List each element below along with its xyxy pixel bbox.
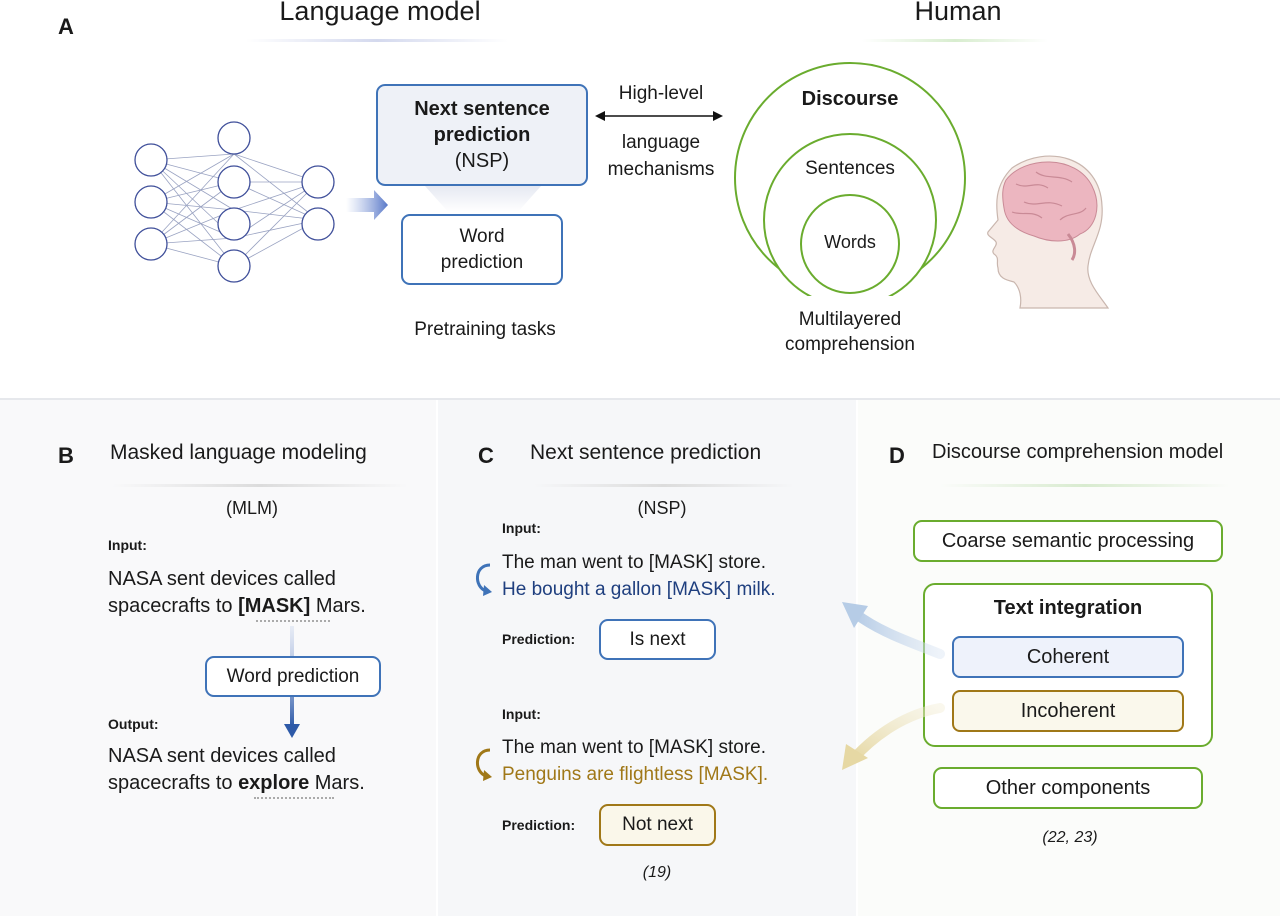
link-line2: language	[621, 132, 701, 153]
word-pred-line2: prediction	[440, 251, 524, 273]
words-label: Words	[824, 232, 876, 252]
coherent-box: Coherent	[952, 636, 1184, 678]
mlm-title: Masked language modeling	[110, 441, 367, 464]
incoherent-arrow	[849, 703, 945, 763]
curved-arrow-blue-icon	[476, 563, 492, 596]
nsp-task-box: Next sentence prediction (NSP)	[376, 84, 588, 186]
other-components-box: Other components	[933, 767, 1203, 809]
prediction-is-next-box: Is next	[599, 619, 716, 660]
link-line3: mechanisms	[607, 159, 715, 180]
nsp-sentence2-line2: Penguins are flightless [MASK].	[502, 764, 769, 785]
nsp-title: Next sentence prediction	[530, 441, 762, 464]
mlm-input-line2-pre: spacecrafts to	[108, 595, 239, 617]
mlm-mask-token: [MASK]	[238, 595, 311, 617]
divider-horizontal	[0, 398, 1280, 400]
explore-underline	[254, 797, 334, 799]
incoherent-arrowhead	[842, 744, 868, 770]
nsp-input-label-2: Input:	[502, 706, 541, 722]
mlm-title-underline	[112, 484, 408, 487]
mlm-output-line2-pre: spacecrafts to	[108, 772, 239, 794]
language-model-title: Language model	[279, 0, 481, 26]
nsp-prediction-label-2: Prediction:	[502, 817, 576, 833]
nsp-abbr: (NSP)	[454, 150, 510, 172]
mlm-input-line2: spacecrafts to [MASK] Mars.	[108, 593, 366, 620]
prediction-not-next-box: Not next	[599, 804, 716, 846]
mlm-predicted-word: explore	[238, 772, 310, 794]
nsp-input-label-1: Input:	[502, 520, 541, 536]
nsp-sentence2-line1: The man went to [MASK] store.	[502, 737, 766, 758]
nsp-line2: prediction	[433, 124, 531, 146]
mlm-output-line1: NASA sent devices called	[108, 745, 336, 767]
language-model-underline	[246, 39, 508, 42]
coherent-arrow	[851, 609, 945, 659]
discourse-label: Discourse	[801, 88, 899, 110]
nested-circles	[734, 62, 966, 296]
discourse-model-title: Discourse comprehension model	[932, 441, 1224, 463]
multilayered-line2: comprehension	[785, 334, 915, 355]
human-title: Human	[914, 0, 1002, 26]
link-line1: High-level	[618, 83, 704, 104]
mlm-input-line1: NASA sent devices called	[108, 568, 336, 590]
mlm-input-line2-post: Mars.	[310, 595, 366, 617]
pretraining-tasks-label: Pretraining tasks	[414, 319, 556, 340]
mask-underline	[256, 620, 330, 622]
word-prediction-task-box: Word prediction	[401, 214, 563, 285]
text-integration-label: Text integration	[993, 597, 1143, 619]
nsp-line1: Next sentence	[414, 98, 550, 120]
multilayered-line1: Multilayered	[798, 309, 902, 330]
nsp-box-shadow	[425, 186, 541, 212]
discourse-citation: (22, 23)	[1042, 829, 1098, 846]
panel-b-letter: B	[58, 443, 74, 468]
mlm-output-line2: spacecrafts to explore Mars.	[108, 770, 365, 797]
mlm-abbr: (MLM)	[226, 498, 278, 518]
discourse-model-title-underline	[940, 484, 1230, 487]
nsp-title-underline	[534, 484, 794, 487]
panel-c-letter: C	[478, 443, 494, 468]
neural-network-icon	[134, 121, 388, 283]
coarse-semantic-box: Coarse semantic processing	[913, 520, 1223, 562]
panel-a-letter: A	[58, 14, 74, 39]
double-arrow-icon	[595, 111, 723, 121]
mlm-output-label: Output:	[108, 716, 159, 732]
cross-panel-arrows	[842, 602, 945, 770]
mlm-output-line2-post: Mars.	[309, 772, 365, 794]
panel-d-letter: D	[889, 443, 905, 468]
nsp-panel-abbr: (NSP)	[637, 498, 687, 518]
sentences-label: Sentences	[805, 158, 895, 179]
human-head-brain-icon	[987, 155, 1110, 309]
mlm-input-label: Input:	[108, 537, 147, 553]
nsp-sentence1-line2: He bought a gallon [MASK] milk.	[502, 579, 776, 600]
coherent-arrowhead	[842, 602, 868, 628]
nsp-sentence1-line1: The man went to [MASK] store.	[502, 552, 766, 573]
incoherent-box: Incoherent	[952, 690, 1184, 732]
human-underline	[862, 39, 1048, 42]
curved-arrow-gold-icon	[476, 748, 492, 781]
word-prediction-box: Word prediction	[205, 656, 381, 697]
nsp-prediction-label-1: Prediction:	[502, 631, 576, 647]
word-pred-line1: Word	[459, 225, 505, 247]
nsp-citation: (19)	[642, 864, 672, 881]
